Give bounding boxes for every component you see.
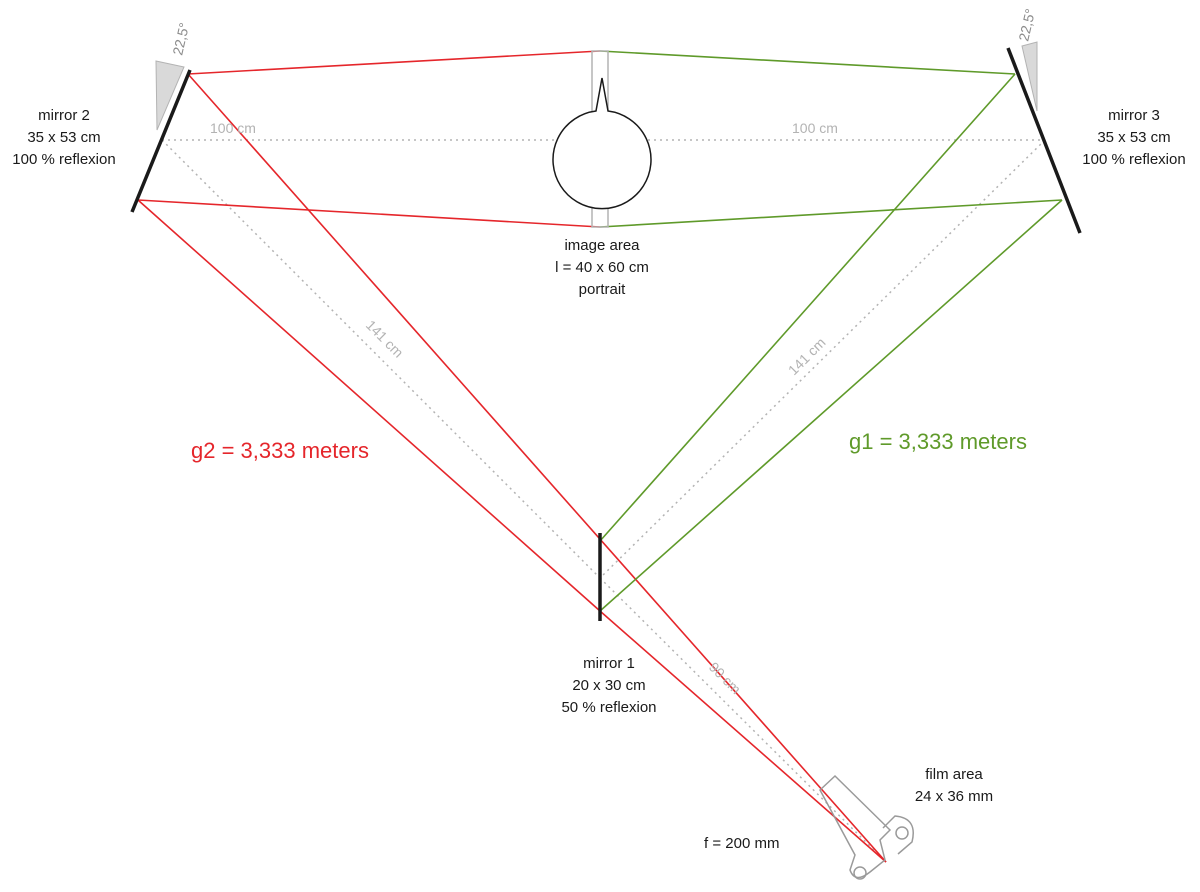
red-ray-bottom	[137, 199, 601, 228]
green-ray-bottom	[599, 199, 1063, 228]
svg-text:mirror 1: mirror 1	[583, 655, 635, 672]
angle-wedge-right	[1021, 41, 1038, 112]
g2-distance-label: g2 = 3,333 meters	[191, 438, 369, 463]
red-ray-to-film	[599, 610, 887, 863]
svg-text:portrait: portrait	[579, 281, 627, 298]
portrait-head-icon	[552, 77, 652, 210]
mirror-1-label: mirror 1 20 x 30 cm 50 % reflexion	[561, 655, 656, 716]
diag-label-left: 141 cm	[363, 317, 407, 361]
focal-length-label: f = 200 mm	[704, 835, 779, 852]
dist-label-left: 100 cm	[210, 120, 256, 136]
svg-text:20 x 30 cm: 20 x 30 cm	[572, 677, 645, 694]
red-ray-top	[187, 50, 601, 75]
dim-line-left-diagonal	[161, 139, 601, 579]
svg-text:100 % reflexion: 100 % reflexion	[12, 151, 115, 168]
red-rays	[137, 50, 887, 863]
g1-distance-label: g1 = 3,333 meters	[849, 429, 1027, 454]
angle-label-right: 22,5°	[1015, 7, 1038, 43]
angle-wedge-left	[155, 60, 185, 131]
mirror-2-label: mirror 2 35 x 53 cm 100 % reflexion	[12, 107, 115, 168]
mirror-2	[130, 69, 192, 213]
svg-text:l = 40 x 60 cm: l = 40 x 60 cm	[555, 259, 649, 276]
svg-text:mirror 2: mirror 2	[38, 107, 90, 124]
film-holder-icon	[819, 774, 914, 880]
green-rays	[599, 50, 1063, 612]
film-dist-label: 90 cm	[706, 659, 744, 697]
dimension-lines	[161, 139, 1046, 863]
green-ray-diagonal-1	[599, 73, 1016, 542]
red-ray-diagonal-1	[187, 73, 887, 863]
svg-text:50 % reflexion: 50 % reflexion	[561, 699, 656, 716]
svg-text:mirror 3: mirror 3	[1108, 107, 1160, 124]
green-ray-diagonal-2	[599, 199, 1063, 612]
image-area-label: image area l = 40 x 60 cm portrait	[555, 237, 649, 298]
mirror-3	[1006, 47, 1082, 234]
dist-label-right: 100 cm	[792, 120, 838, 136]
svg-text:35 x 53 cm: 35 x 53 cm	[27, 129, 100, 146]
svg-text:24 x 36 mm: 24 x 36 mm	[915, 788, 993, 805]
red-ray-diagonal-2	[137, 199, 601, 612]
svg-text:image area: image area	[564, 237, 640, 254]
svg-text:film area: film area	[925, 766, 983, 783]
dim-line-film	[599, 577, 887, 863]
dim-line-right-diagonal	[599, 139, 1046, 579]
svg-text:35 x 53 cm: 35 x 53 cm	[1097, 129, 1170, 146]
svg-text:100 % reflexion: 100 % reflexion	[1082, 151, 1185, 168]
green-ray-top	[599, 50, 1016, 75]
mirror-3-label: mirror 3 35 x 53 cm 100 % reflexion	[1082, 107, 1185, 168]
angle-label-left: 22,5°	[169, 21, 192, 57]
diag-label-right: 141 cm	[785, 334, 829, 378]
film-area-label: film area 24 x 36 mm	[915, 766, 993, 805]
